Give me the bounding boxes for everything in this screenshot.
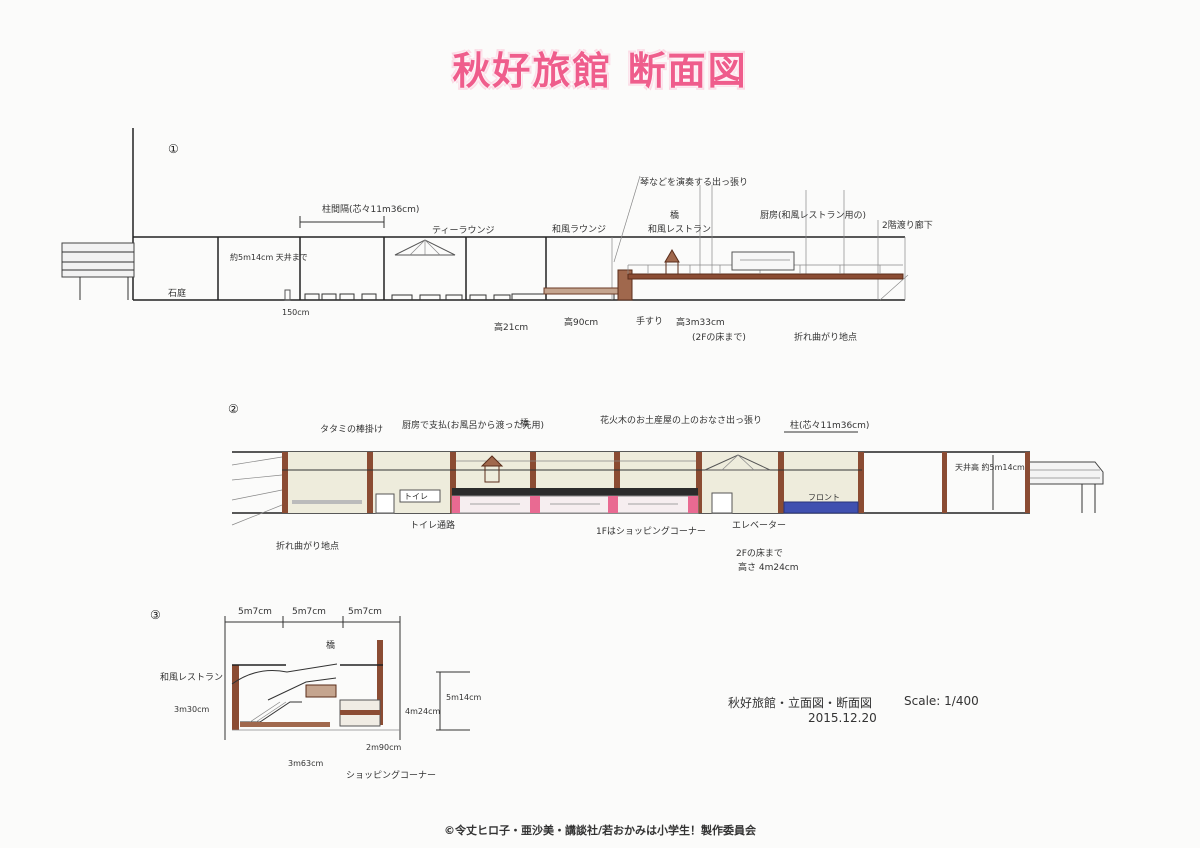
s1-wafu-lounge: 和風ラウンジ xyxy=(552,224,606,235)
drawing-date: 2015.12.20 xyxy=(808,711,877,725)
section-label-3: ③ xyxy=(150,608,161,622)
s2-f2-height: 高さ 4m24cm xyxy=(738,561,799,573)
s2-toilet-passage: トイレ通路 xyxy=(410,519,455,531)
pillars-s2 xyxy=(282,452,1030,513)
s3-h363: 3m63cm xyxy=(288,759,323,768)
annotations-s1: 柱間隔(芯々11m36cm) ティーラウンジ 和風ラウンジ 和風レストラン 橋 … xyxy=(168,176,933,343)
s3-h514: 5m14cm xyxy=(446,693,481,702)
left-outbuilding xyxy=(61,242,135,300)
s1-h21: 高21cm xyxy=(494,321,528,333)
s1-bridge: 橋 xyxy=(670,209,679,221)
s3-h424: 4m24cm xyxy=(405,707,440,716)
section-2 xyxy=(231,431,1104,526)
bridge-s2 xyxy=(480,455,504,483)
upper-corridor xyxy=(627,249,904,280)
s2-kitchen-note: 厨房で支払(お風呂から渡った先用) xyxy=(402,419,544,431)
s3-w1: 5m7cm xyxy=(238,607,272,617)
s3-h290: 2m90cm xyxy=(366,743,401,752)
s2-bridge: 橋 xyxy=(520,417,529,429)
stairs-s3 xyxy=(240,684,381,727)
s2-tatami: タタミの棒掛け xyxy=(320,423,383,435)
s1-rock-garden: 石庭 xyxy=(168,287,186,299)
stage-steps xyxy=(511,269,633,301)
s2-roof-note: 花火木のお土産屋の上のおなさ出っ張り xyxy=(600,414,762,426)
s1-pillar-spacing: 柱間隔(芯々11m36cm) xyxy=(322,203,419,215)
s1-wafu-restaurant: 和風レストラン xyxy=(648,224,711,235)
annotations-s2: タタミの棒掛け 厨房で支払(お風呂から渡った先用) 橋 花火木のお土産屋の上のお… xyxy=(276,414,1025,573)
copyright-notice: ©令丈ヒロ子・亜沙美・講談社/若おかみは小学生！製作委員会 xyxy=(443,824,756,837)
drawing-name: 秋好旅館・立面図・断面図 xyxy=(728,696,873,710)
annotations-s3: 5m7cm 5m7cm 5m7cm 橋 和風レストラン 3m30cm 5m14c… xyxy=(160,607,481,781)
drawing-scale: Scale: 1/400 xyxy=(904,694,979,708)
s1-h333: 高3m33cm xyxy=(676,316,725,328)
s2-front: フロント xyxy=(808,493,840,502)
s1-kitchen: 厨房(和風レストラン用の) xyxy=(760,209,866,221)
s3-wafu-rest: 和風レストラン xyxy=(160,672,223,683)
s1-floating-beams: 琴などを演奏する出っ張り xyxy=(640,176,748,188)
s2-shopping: 1Fはショッピングコーナー xyxy=(596,525,706,537)
s1-height-left: 約5m14cm 天井まで xyxy=(230,252,308,262)
chandelier-s2 xyxy=(704,454,771,471)
s1-to-2f: (2Fの床まで) xyxy=(692,331,746,343)
s2-ceiling: 天井高 約5m14cm xyxy=(955,462,1025,472)
s3-shopping: ショッピングコーナー xyxy=(346,769,436,781)
s1-corridor: 2階渡り廊下 xyxy=(882,219,933,231)
s2-toilet: トイレ xyxy=(404,492,428,501)
chandelier-icon xyxy=(394,239,456,256)
section-label-1: ① xyxy=(168,142,179,156)
s1-tea-lounge: ティーラウンジ xyxy=(432,225,494,236)
section-1 xyxy=(61,128,909,301)
lounge-furniture xyxy=(284,289,511,301)
s1-handrail: 手すり xyxy=(636,315,663,327)
section-label-2: ② xyxy=(228,402,239,416)
s1-ok-bend: 折れ曲がり地点 xyxy=(794,331,857,343)
s1-base-150: 150cm xyxy=(282,308,310,317)
s1-h90: 高90cm xyxy=(564,316,598,328)
s3-bridge: 橋 xyxy=(326,639,335,651)
s3-w2: 5m7cm xyxy=(292,607,326,617)
s2-bend: 折れ曲がり地点 xyxy=(276,540,339,552)
s2-pillar-spacing: 柱(芯々11m36cm) xyxy=(790,419,869,431)
s2-elevator: エレベーター xyxy=(732,520,786,531)
section-3 xyxy=(224,616,470,740)
s2-f2-floor: 2Fの床まで xyxy=(736,547,783,559)
shops-row xyxy=(451,488,699,514)
s3-w3: 5m7cm xyxy=(348,607,382,617)
page-title: 秋好旅館 断面図 xyxy=(452,49,748,93)
right-annex xyxy=(1030,461,1104,513)
s3-h330: 3m30cm xyxy=(174,705,209,714)
